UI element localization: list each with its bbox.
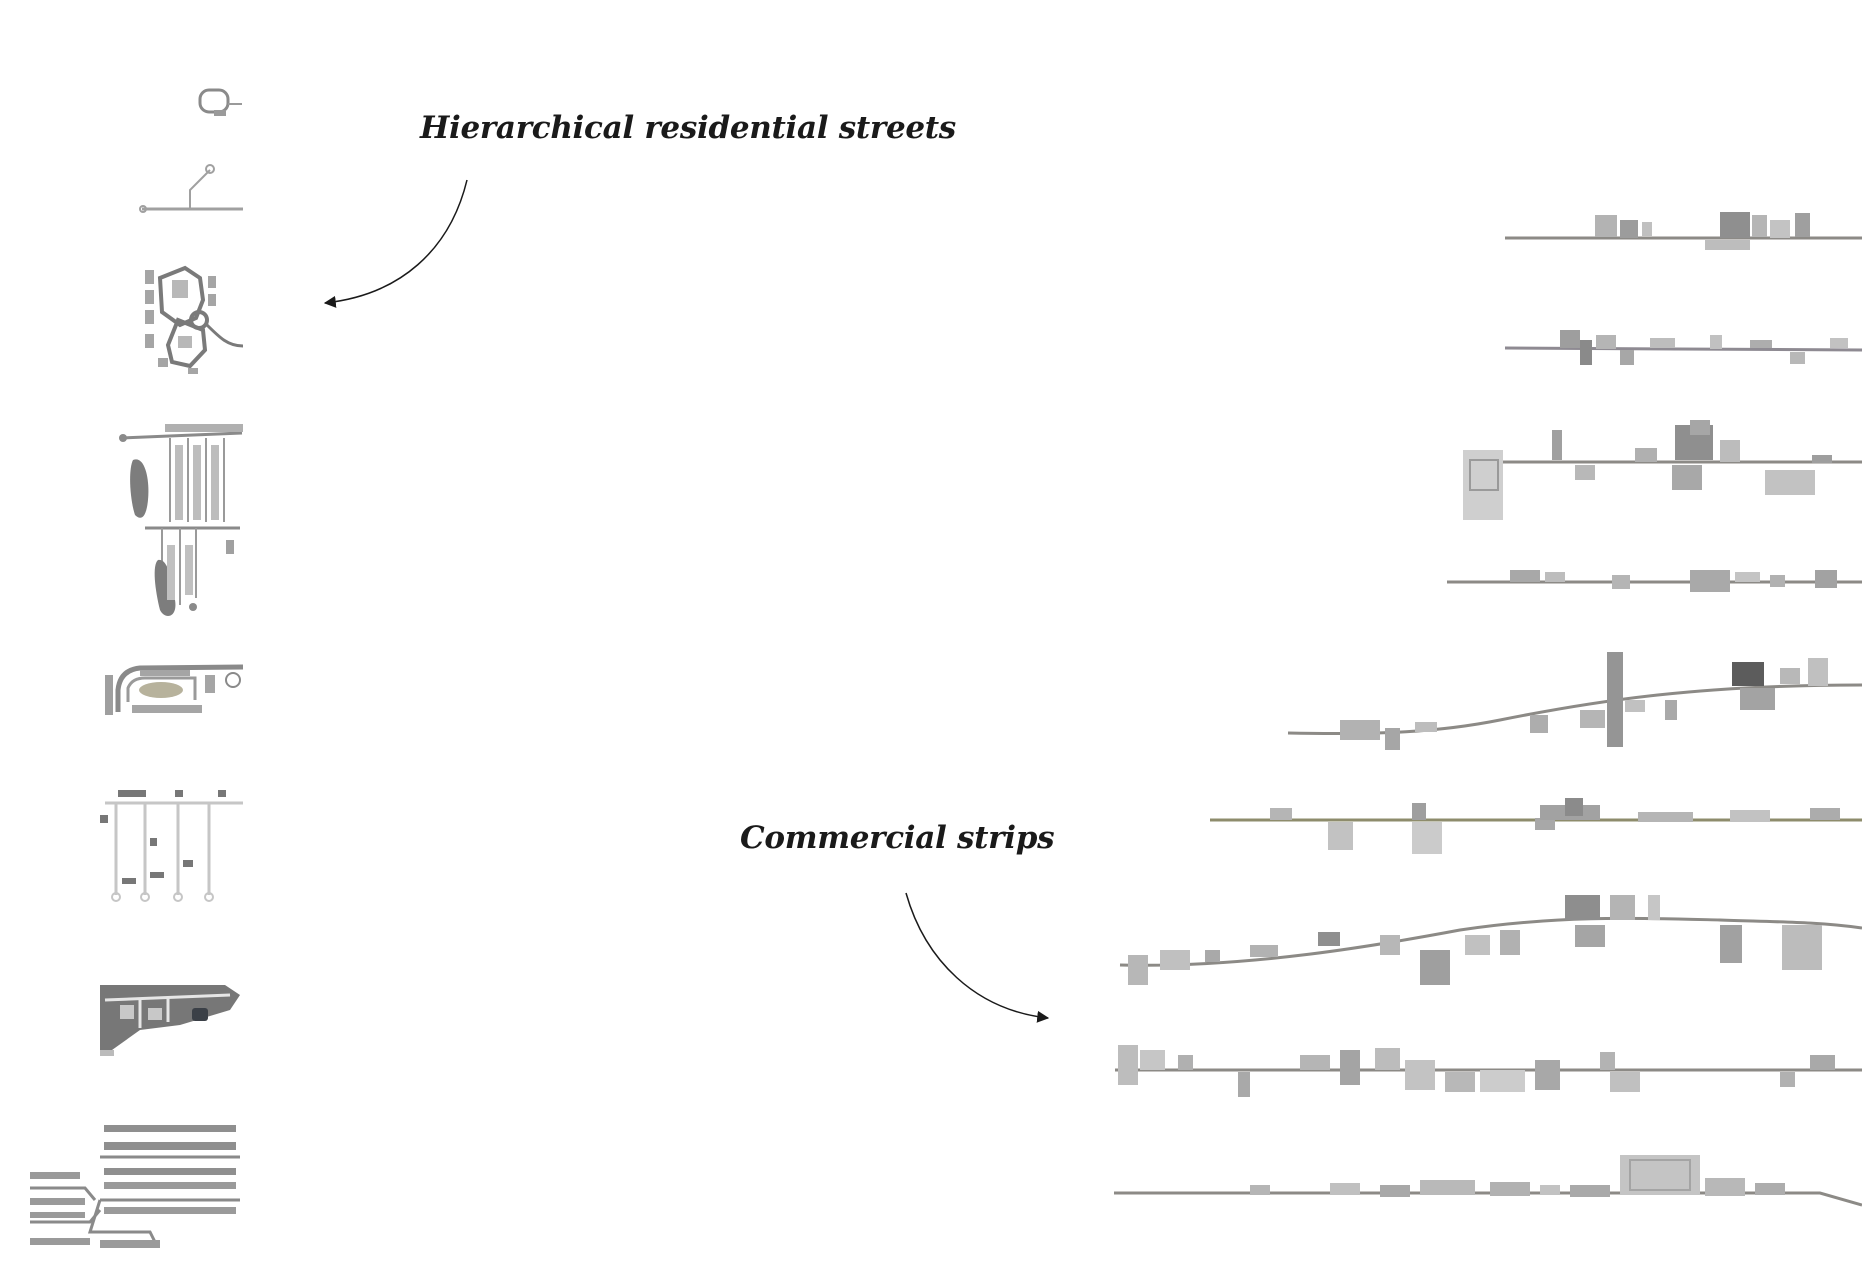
commercial-strip-1 [1505,212,1862,250]
residential-plan-4 [119,424,243,616]
commercial-strip-4 [1447,570,1862,592]
commercial-strip-8 [1115,1045,1862,1097]
residential-streets-label: Hierarchical residential streets [420,110,956,146]
commercial-strip-7 [1120,895,1862,985]
residential-plan-2 [140,165,243,212]
commercial-strip-5 [1288,652,1862,750]
commercial-strip-9 [1114,1155,1862,1205]
commercial-strip-2 [1505,330,1862,365]
residential-plan-5 [105,667,243,715]
residential-plan-3 [145,268,243,374]
commercial-strip-6 [1210,798,1862,854]
residential-plan-1 [200,90,242,116]
residential-plan-7 [100,985,240,1056]
residential-plan-8 [30,1125,240,1248]
commercial-strips-label: Commercial strips [740,820,1054,856]
residential-plan-6 [100,790,243,901]
residential-arrow [325,180,467,303]
commercial-arrow [906,893,1048,1018]
commercial-strip-3 [1463,420,1862,520]
